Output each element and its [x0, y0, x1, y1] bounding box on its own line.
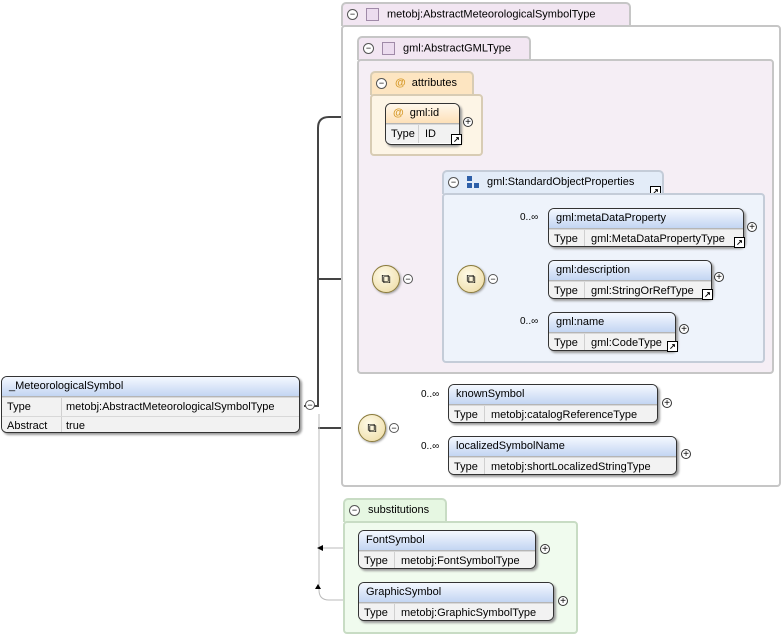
attribute-gml-id[interactable]: @ gml:id Type ID — [385, 103, 460, 145]
element-metadataproperty[interactable]: gml:metaDataProperty Type gml:MetaDataPro… — [548, 208, 744, 247]
element-name: gml:description — [549, 261, 711, 281]
gml-type-label: gml:AbstractGMLType — [403, 42, 511, 55]
attribute-icon: @ — [393, 107, 404, 119]
type-key: Type — [2, 398, 62, 416]
abstract-value: true — [66, 420, 85, 432]
collapse-icon[interactable]: − — [349, 504, 360, 516]
type-value: metobj:catalogReferenceType — [491, 409, 638, 421]
collapse-icon[interactable]: − — [376, 77, 387, 89]
type-value: gml:StringOrRefType — [591, 285, 694, 297]
type-key: Type — [359, 552, 395, 568]
type-value: metobj:AbstractMeteorologicalSymbolType — [66, 401, 275, 413]
type-key: Type — [549, 334, 585, 350]
outer-type-label: metobj:AbstractMeteorologicalSymbolType — [387, 8, 596, 21]
element-name: localizedSymbolName — [449, 437, 676, 457]
collapse-icon[interactable]: − — [363, 43, 374, 54]
expand-icon[interactable]: + — [714, 272, 724, 283]
type-value: gml:MetaDataPropertyType — [591, 233, 725, 245]
type-value: gml:CodeType — [591, 337, 662, 349]
element-name: gml:metaDataProperty — [549, 209, 743, 229]
complex-type-icon — [366, 8, 379, 21]
expand-icon[interactable]: + — [558, 596, 568, 607]
expand-icon[interactable]: + — [679, 324, 689, 335]
open-type-icon[interactable]: ↗ — [702, 289, 713, 300]
attribute-icon: @ — [395, 77, 406, 89]
type-value: ID — [425, 128, 436, 140]
collapse-icon[interactable]: − — [448, 176, 459, 188]
collapse-icon[interactable]: − — [305, 400, 315, 410]
expand-icon[interactable]: + — [540, 544, 550, 555]
type-key: Type — [549, 230, 585, 246]
type-key: Type — [549, 282, 585, 298]
collapse-icon[interactable]: − — [403, 274, 413, 284]
type-value: metobj:shortLocalizedStringType — [491, 461, 651, 473]
sequence-compositor-icon[interactable]: ⧉ — [358, 414, 386, 442]
substitutions-tab[interactable]: −substitutions — [343, 498, 447, 522]
cardinality: 0..∞ — [421, 389, 440, 400]
attr-name: gml:id — [409, 107, 440, 119]
cardinality: 0..∞ — [421, 441, 440, 452]
attributes-label: attributes — [411, 77, 457, 89]
root-element-name: _MeteorologicalSymbol — [2, 377, 299, 397]
outer-type-tab[interactable]: − metobj:AbstractMeteorologicalSymbolType — [341, 2, 631, 26]
expand-icon[interactable]: + — [463, 117, 473, 128]
attributes-tab[interactable]: −@ attributes — [370, 71, 474, 95]
expand-icon[interactable]: + — [681, 449, 691, 460]
type-value: metobj:FontSymbolType — [401, 555, 520, 567]
type-key: Type — [449, 406, 485, 422]
element-description[interactable]: gml:description Type gml:StringOrRefType — [548, 260, 712, 299]
std-props-label: gml:StandardObjectProperties — [487, 176, 635, 188]
element-name-gml[interactable]: gml:name Type gml:CodeType — [548, 312, 676, 351]
element-graphicsymbol[interactable]: GraphicSymbol Type metobj:GraphicSymbolTy… — [358, 582, 554, 621]
element-name: gml:name — [549, 313, 675, 333]
std-props-tab[interactable]: − gml:StandardObjectProperties — [442, 170, 664, 194]
root-element[interactable]: _MeteorologicalSymbol Type metobj:Abstrac… — [1, 376, 300, 433]
group-icon — [467, 176, 479, 189]
collapse-icon[interactable]: − — [347, 9, 358, 20]
type-key: Type — [386, 125, 419, 143]
element-name: GraphicSymbol — [359, 583, 553, 603]
element-name: FontSymbol — [359, 531, 535, 551]
element-name: knownSymbol — [449, 385, 657, 405]
collapse-icon[interactable]: − — [488, 274, 498, 284]
expand-icon[interactable]: + — [747, 222, 757, 233]
sequence-compositor-icon[interactable]: ⧉ — [372, 265, 400, 293]
element-knownsymbol[interactable]: knownSymbol Type metobj:catalogReferenceT… — [448, 384, 658, 423]
type-key: Type — [359, 604, 395, 620]
collapse-icon[interactable]: − — [389, 423, 399, 433]
gml-type-tab[interactable]: − gml:AbstractGMLType — [357, 36, 531, 60]
open-type-icon[interactable]: ↗ — [734, 237, 745, 248]
open-type-icon[interactable]: ↗ — [667, 341, 678, 352]
cardinality: 0..∞ — [520, 212, 539, 223]
sequence-compositor-icon[interactable]: ⧉ — [457, 265, 485, 293]
open-type-icon[interactable]: ↗ — [451, 134, 462, 145]
complex-type-icon — [382, 42, 395, 55]
element-fontsymbol[interactable]: FontSymbol Type metobj:FontSymbolType — [358, 530, 536, 569]
type-key: Type — [449, 458, 485, 474]
element-localizedsymbolname[interactable]: localizedSymbolName Type metobj:shortLoca… — [448, 436, 677, 475]
abstract-key: Abstract — [2, 417, 62, 432]
substitutions-label: substitutions — [368, 504, 430, 516]
type-value: metobj:GraphicSymbolType — [401, 607, 537, 619]
expand-icon[interactable]: + — [662, 398, 672, 409]
cardinality: 0..∞ — [520, 316, 539, 327]
